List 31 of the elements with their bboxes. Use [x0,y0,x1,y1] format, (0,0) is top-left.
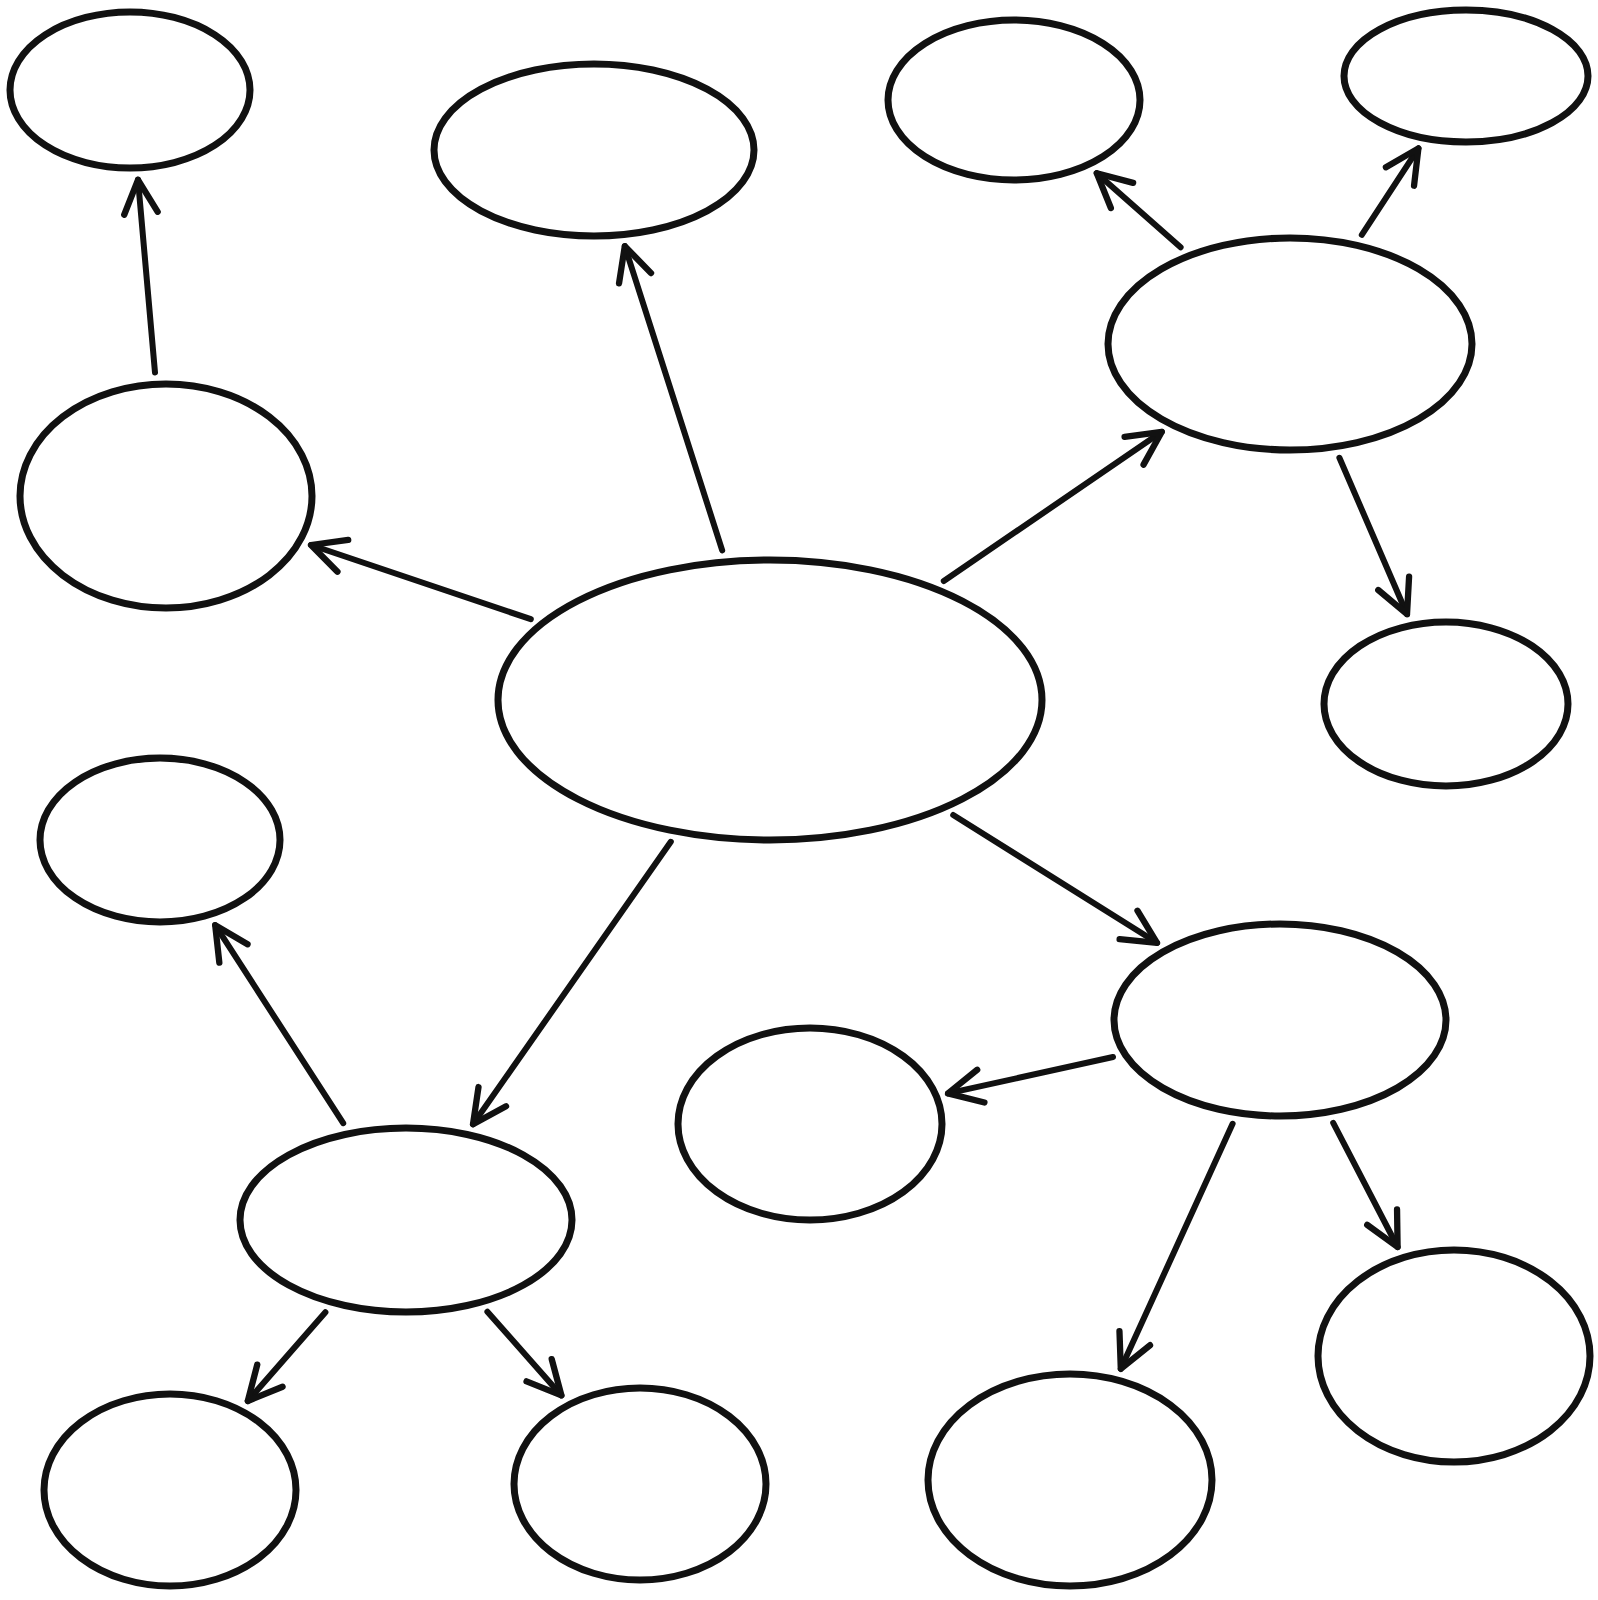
empty-ellipse [36,754,284,926]
arrow [615,243,726,554]
empty-ellipse [494,556,1046,844]
empty-ellipse [1314,1246,1594,1466]
arrow [1093,170,1184,251]
empty-ellipse [1104,234,1476,454]
empty-ellipse [1110,920,1450,1120]
arrow [1330,1119,1401,1251]
arrow [121,176,161,376]
arrow [1358,145,1422,238]
empty-ellipse [1340,6,1592,146]
arrow [1116,1120,1236,1372]
empty-ellipse [430,60,758,240]
empty-ellipse [40,1390,300,1590]
arrow [307,536,534,623]
empty-ellipse [6,8,254,172]
arrow [212,922,347,1127]
empty-ellipse [884,16,1144,184]
arrow [944,1054,1116,1106]
empty-ellipse [236,1124,576,1316]
arrow [1336,454,1413,618]
empty-ellipse [510,1384,770,1584]
empty-ellipse [16,380,316,612]
empty-ellipse [924,1370,1216,1590]
empty-ellipse [1320,618,1572,790]
arrow [469,838,674,1128]
empty-ellipse [674,1024,946,1224]
arrow [484,1308,565,1399]
arrow [244,1309,329,1405]
arrow [950,812,1161,946]
arrow [940,428,1165,584]
